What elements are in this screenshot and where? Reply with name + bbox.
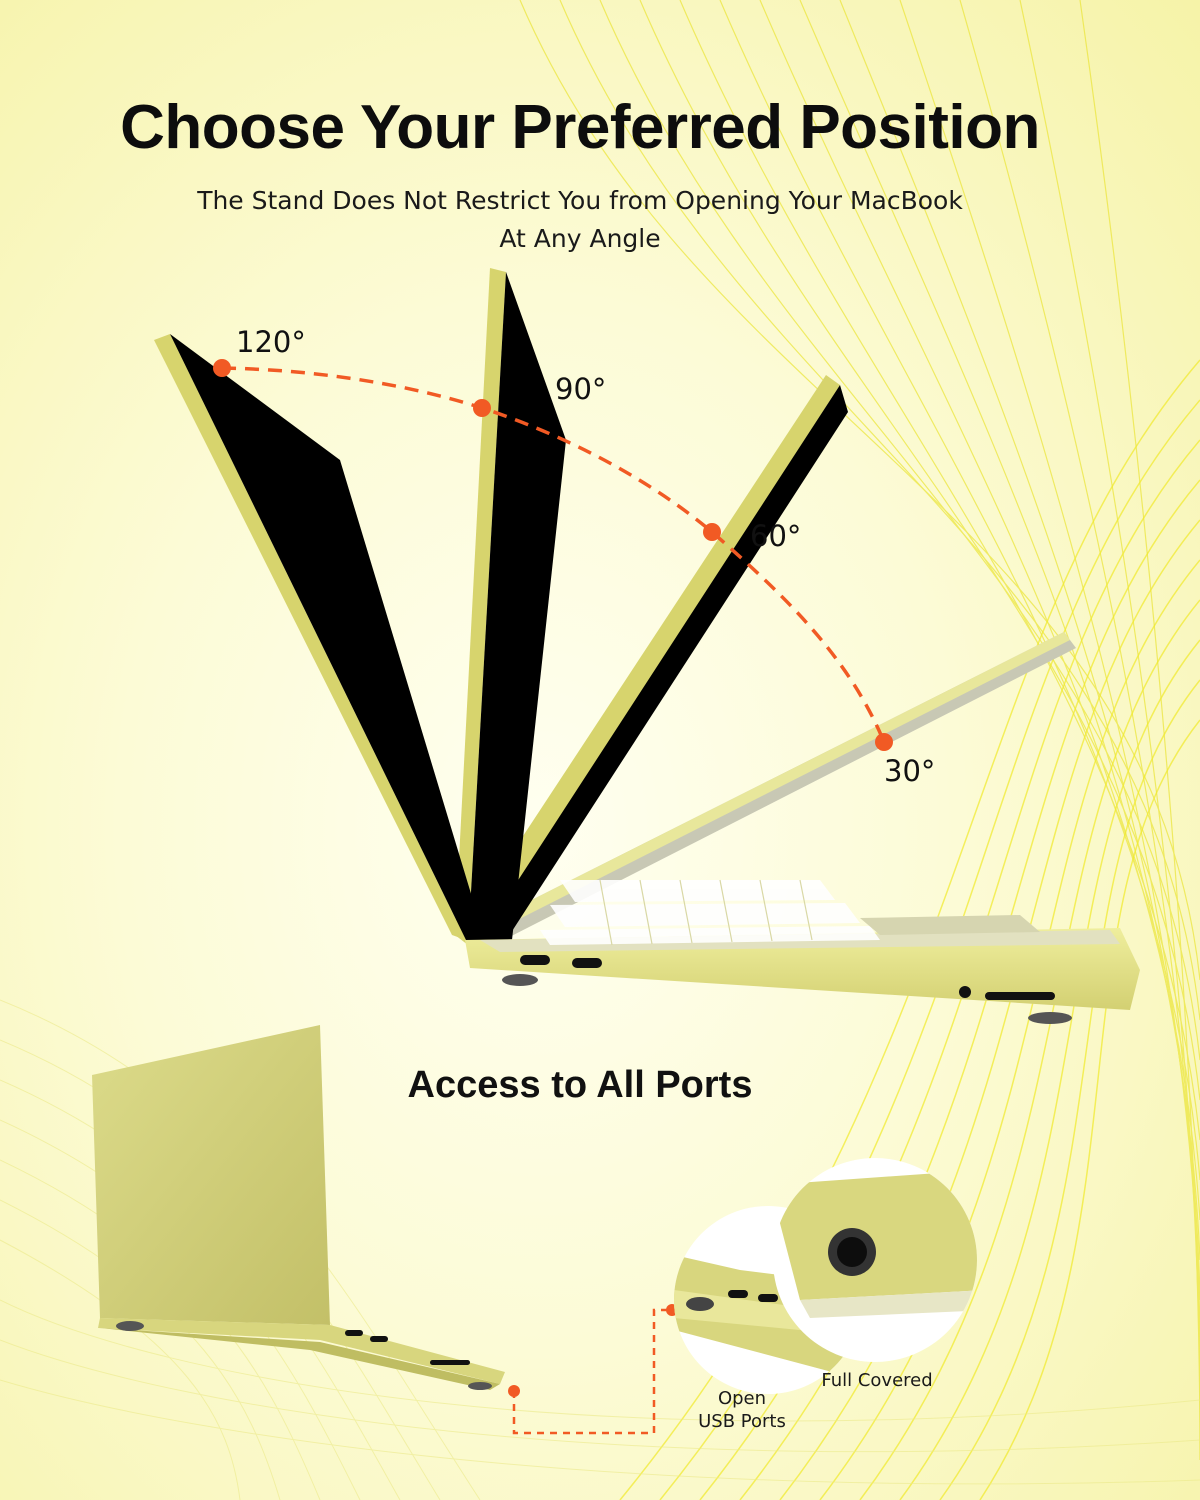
- page-subtitle: The Stand Does Not Restrict You from Ope…: [140, 182, 1020, 258]
- subtitle-line-1: The Stand Does Not Restrict You from Ope…: [197, 186, 963, 215]
- subtitle-line-2: At Any Angle: [499, 224, 661, 253]
- laptop-base: [465, 879, 1140, 1024]
- angle-arc: [221, 366, 886, 743]
- angle-dot-30: [875, 733, 893, 751]
- zoom-full-covered: [773, 1158, 977, 1362]
- angle-label-90: 90°: [555, 372, 607, 406]
- callout-full-covered: Full Covered: [821, 1370, 933, 1391]
- angle-dot-90: [473, 399, 491, 417]
- page-title: Choose Your Preferred Position: [120, 93, 1040, 162]
- lid-60-degree: [458, 375, 848, 945]
- angle-label-120: 120°: [236, 325, 306, 359]
- angle-label-60: 60°: [750, 519, 802, 553]
- callout-connector: [512, 1308, 672, 1435]
- angle-dot-60: [703, 523, 721, 541]
- lid-30-degree: [462, 632, 1076, 948]
- closed-laptop: [92, 1025, 505, 1390]
- callout-open-usb-ports: Open USB Ports: [672, 1387, 812, 1433]
- angle-dot-120: [213, 359, 231, 377]
- lid-120-degree: [154, 334, 485, 940]
- callout-open-line-2: USB Ports: [698, 1411, 786, 1432]
- ports-title: Access to All Ports: [407, 1064, 753, 1106]
- angle-label-30: 30°: [884, 754, 936, 788]
- lid-90-degree: [455, 268, 566, 945]
- callout-open-line-1: Open: [717, 1388, 767, 1409]
